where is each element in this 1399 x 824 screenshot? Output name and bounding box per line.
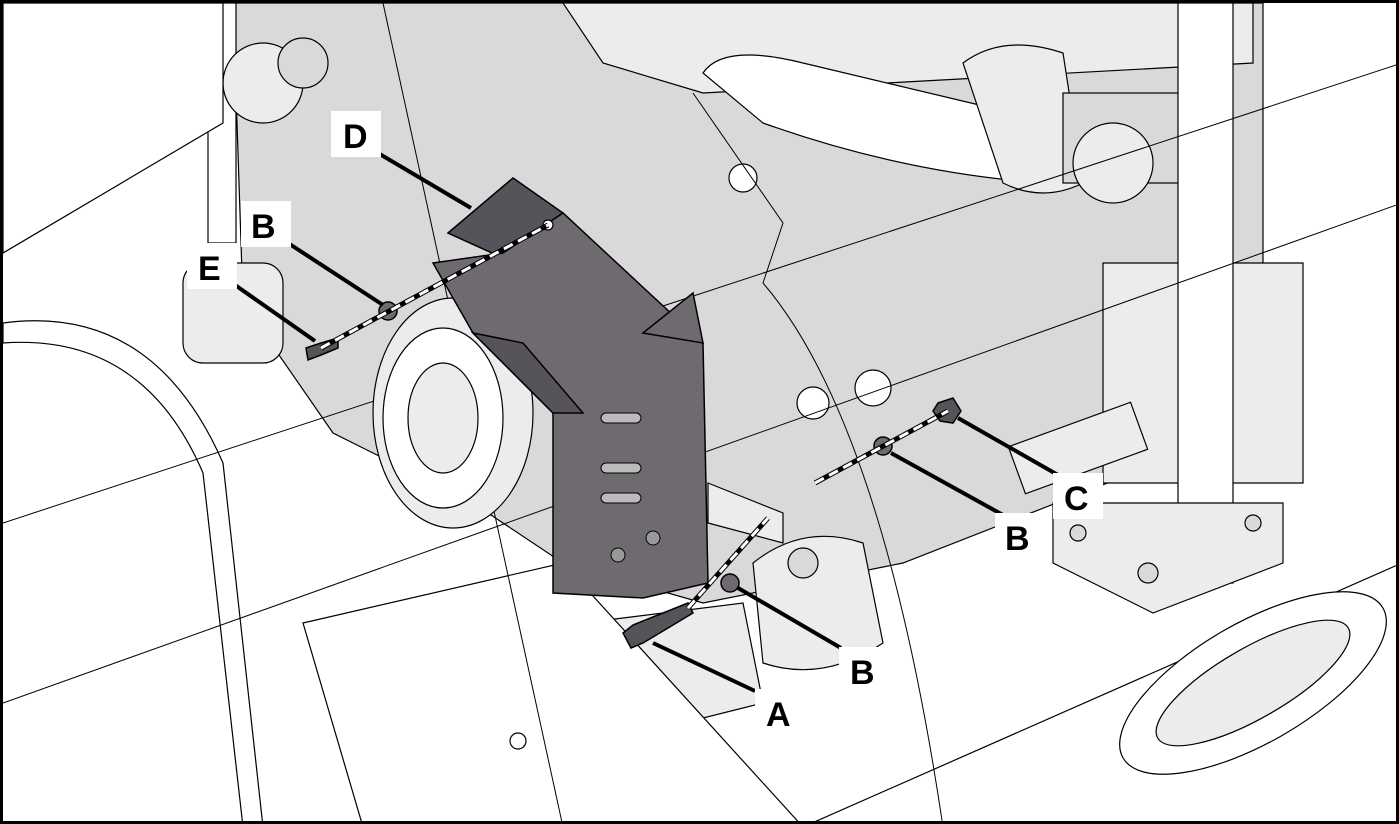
callout-b-lower: B [850,654,875,692]
diagram-artwork: D B E B C B A [3,3,1396,821]
bolt-a [622,602,694,649]
leader-lines [233,151,1059,693]
assembly-lines [319,222,950,610]
callout-labels: D B E B C B A [187,111,1103,735]
callout-b-right: B [1005,520,1030,558]
pulley [372,297,534,529]
callout-d: D [343,118,368,156]
callout-c: C [1064,480,1089,518]
mounting-bracket [431,177,784,599]
washer-b-lower [720,573,740,593]
callout-b-upper: B [251,208,276,246]
callout-a: A [766,696,791,734]
callout-e: E [198,250,221,288]
